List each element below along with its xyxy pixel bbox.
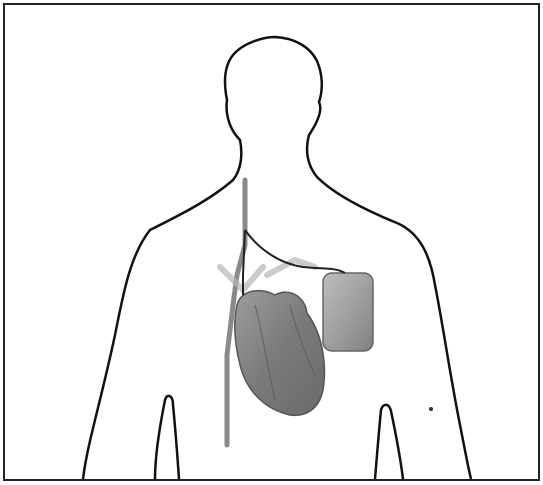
figure-frame bbox=[3, 3, 540, 481]
heart bbox=[235, 291, 325, 416]
illustration bbox=[5, 5, 538, 479]
right-arm-contour bbox=[375, 405, 403, 479]
device bbox=[323, 273, 373, 351]
left-arm-contour bbox=[155, 396, 179, 479]
speck bbox=[429, 407, 433, 411]
